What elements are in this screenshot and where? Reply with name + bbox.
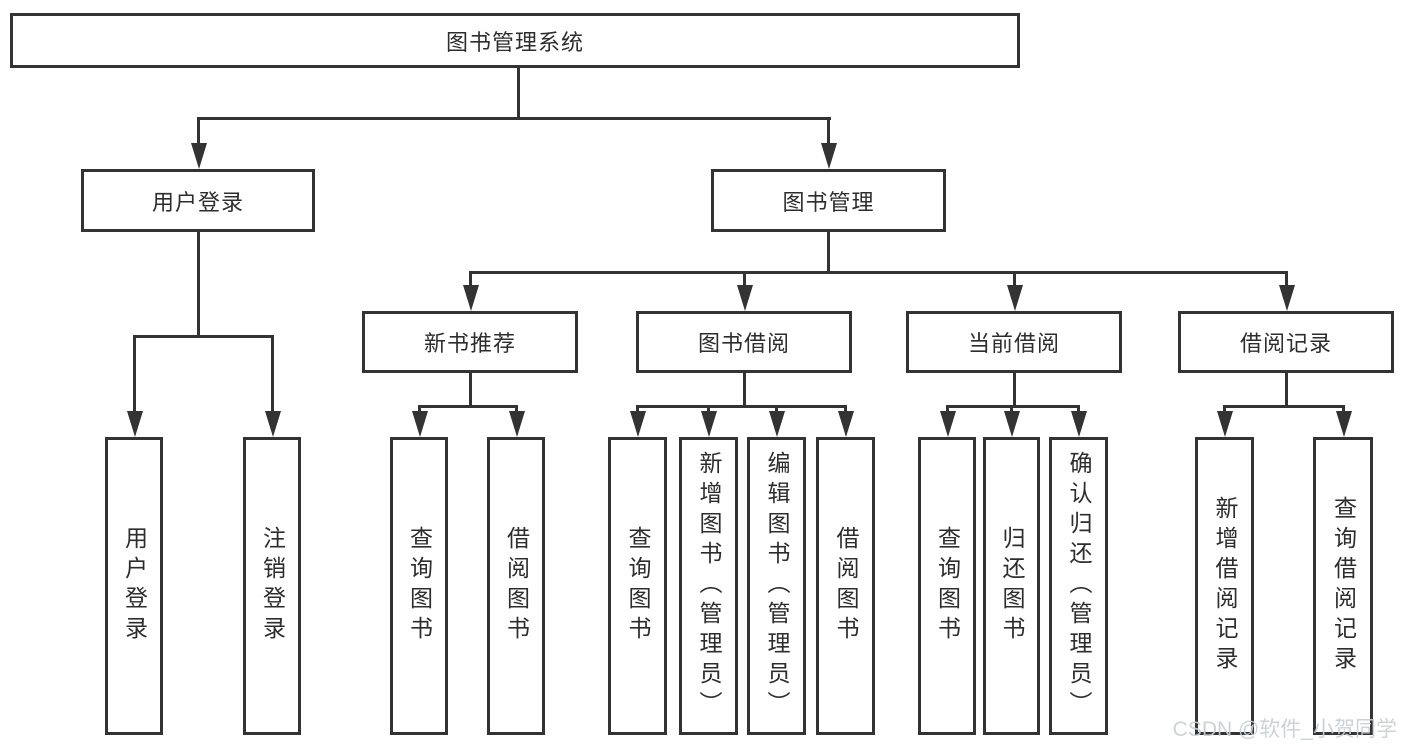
node-user-login: 用户登录 bbox=[81, 169, 315, 232]
node-book-borrow: 图书借阅 bbox=[636, 311, 852, 373]
arrow-leaf bbox=[418, 406, 421, 411]
connector-book-borrow-stem bbox=[743, 373, 746, 408]
arrow-leaf bbox=[636, 406, 639, 411]
node-library-management-system: 图书管理系统 bbox=[10, 13, 1020, 68]
node-label: 归还图书 bbox=[999, 526, 1025, 646]
csdn-watermark: CSDN @软件_小贺同学 bbox=[1172, 718, 1397, 741]
arrow-to-borrow-records bbox=[1285, 272, 1288, 285]
connector-borrow-records-split bbox=[1223, 405, 1345, 408]
connector-borrow-records-stem bbox=[1285, 373, 1288, 408]
node-label: 确认归还（管理员） bbox=[1066, 451, 1092, 721]
node-book-management: 图书管理 bbox=[711, 169, 946, 232]
arrow-leaf bbox=[1077, 406, 1080, 411]
node-label: 新书推荐 bbox=[423, 331, 516, 356]
arrow-leaf bbox=[1010, 406, 1013, 411]
arrow-to-current-borrow bbox=[1013, 272, 1016, 285]
node-label: 新增借阅记录 bbox=[1212, 496, 1238, 676]
arrow-leaf bbox=[707, 406, 710, 411]
leaf-return-books: 归还图书 bbox=[983, 437, 1040, 735]
arrow-leaf bbox=[1223, 406, 1226, 411]
leaf-confirm-return-admin: 确认归还（管理员） bbox=[1049, 437, 1108, 735]
arrow-leaf bbox=[946, 406, 949, 411]
arrow-to-book-management bbox=[827, 118, 830, 143]
node-label: 图书借阅 bbox=[697, 331, 790, 356]
leaf-edit-books-admin: 编辑图书（管理员） bbox=[747, 437, 806, 735]
connector-current-borrow-split bbox=[946, 405, 1080, 408]
leaf-borrow-books: 借阅图书 bbox=[816, 437, 875, 735]
leaf-add-borrow-record: 新增借阅记录 bbox=[1195, 437, 1254, 735]
node-borrow-records: 借阅记录 bbox=[1178, 311, 1394, 373]
leaf-borrow-books-recommend: 借阅图书 bbox=[487, 437, 545, 735]
leaf-query-books-current: 查询图书 bbox=[918, 437, 976, 735]
connector-new-book-recommend-stem bbox=[469, 373, 472, 408]
node-label: 借阅图书 bbox=[503, 526, 530, 646]
arrow-leaf bbox=[775, 406, 778, 411]
node-label: 当前借阅 bbox=[967, 331, 1060, 356]
leaf-add-books-admin: 新增图书（管理员） bbox=[679, 437, 738, 735]
connector-user-login-split bbox=[133, 335, 274, 338]
node-label: 图书管理 bbox=[782, 189, 875, 215]
arrow-to-book-borrow bbox=[743, 272, 746, 285]
arrow-to-leaf-user-login bbox=[133, 336, 136, 411]
arrow-leaf bbox=[844, 406, 847, 411]
node-label: 新增图书（管理员） bbox=[696, 451, 722, 721]
node-label: 查询图书 bbox=[406, 526, 433, 646]
leaf-logout-login: 注销登录 bbox=[243, 437, 301, 735]
connector-new-book-recommend-split bbox=[418, 405, 518, 408]
arrow-to-new-book-recommend bbox=[469, 272, 472, 285]
node-label: 注销登录 bbox=[259, 526, 286, 646]
arrow-to-user-login bbox=[197, 118, 200, 143]
node-label: 编辑图书（管理员） bbox=[764, 451, 790, 721]
node-label: 借阅记录 bbox=[1239, 331, 1332, 356]
node-label: 用户登录 bbox=[151, 189, 244, 215]
connector-book-management-split bbox=[469, 271, 1288, 274]
node-label: 查询图书 bbox=[625, 526, 651, 646]
arrow-to-leaf-logout bbox=[271, 336, 274, 411]
node-label: 图书管理系统 bbox=[445, 29, 584, 55]
leaf-user-login: 用户登录 bbox=[105, 437, 163, 735]
leaf-query-books-recommend: 查询图书 bbox=[390, 437, 448, 735]
arrow-leaf bbox=[515, 406, 518, 411]
connector-root-split bbox=[197, 117, 831, 120]
connector-book-management-stem bbox=[827, 232, 830, 274]
connector-root-stem bbox=[517, 68, 520, 120]
node-label: 查询图书 bbox=[934, 526, 961, 646]
arrow-leaf bbox=[1342, 406, 1345, 411]
leaf-query-borrow-record: 查询借阅记录 bbox=[1313, 437, 1373, 735]
connector-current-borrow-stem bbox=[1013, 373, 1016, 408]
node-new-book-recommend: 新书推荐 bbox=[362, 311, 578, 373]
leaf-query-books-borrow: 查询图书 bbox=[608, 437, 667, 735]
node-current-borrow: 当前借阅 bbox=[906, 311, 1122, 373]
connector-book-borrow-split bbox=[636, 405, 847, 408]
node-label: 用户登录 bbox=[121, 526, 148, 646]
node-label: 借阅图书 bbox=[833, 526, 859, 646]
node-label: 查询借阅记录 bbox=[1330, 496, 1357, 676]
connector-user-login-stem bbox=[197, 232, 200, 338]
